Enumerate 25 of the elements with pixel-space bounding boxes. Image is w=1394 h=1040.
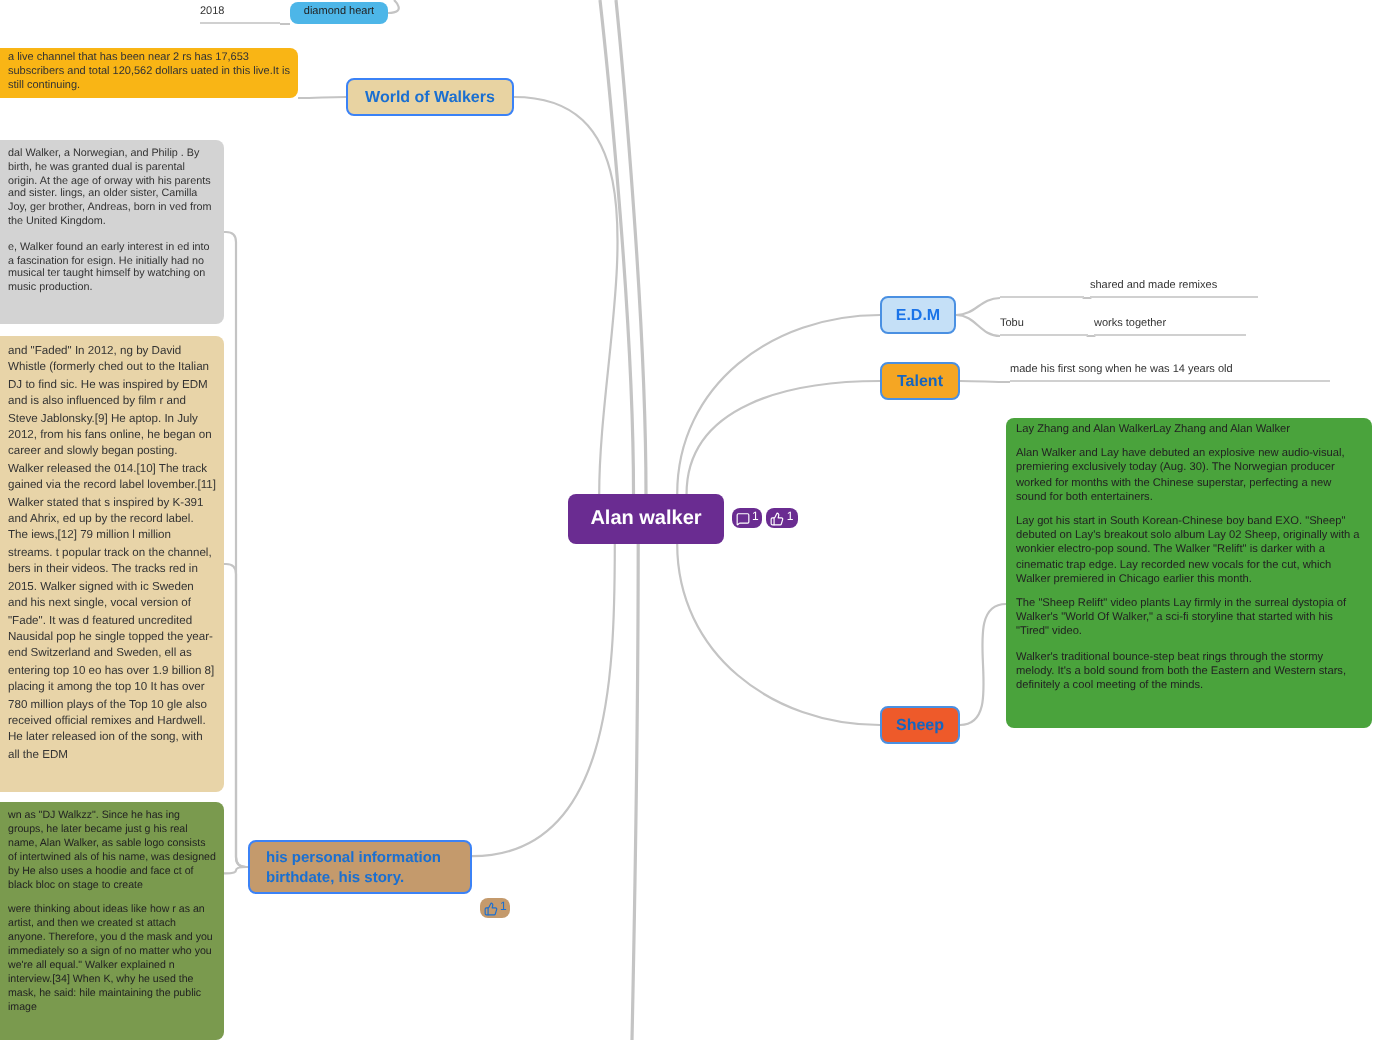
connector-line xyxy=(1084,296,1090,300)
connector-line xyxy=(1088,334,1094,338)
connector-line xyxy=(614,0,648,494)
connector-line xyxy=(685,379,881,495)
topic-box: World of Walkers xyxy=(346,78,514,116)
connector-line xyxy=(298,95,346,100)
connector-line xyxy=(387,0,400,15)
topic-box: Sheep xyxy=(880,706,960,744)
connector-line xyxy=(676,313,881,495)
connector-line xyxy=(598,0,636,495)
connector-line xyxy=(959,602,1007,727)
topic-box: Talent xyxy=(880,362,960,400)
connector-line xyxy=(224,562,248,869)
connector-line xyxy=(960,379,1010,384)
central-topic: Alan walker xyxy=(568,494,724,544)
connector-line xyxy=(955,313,1001,338)
connector-line xyxy=(280,22,290,26)
subtopic-underline xyxy=(1000,292,1084,298)
connector-line xyxy=(471,544,616,858)
connector-line xyxy=(224,865,248,875)
topic-box: E.D.M xyxy=(880,296,956,334)
connector-line xyxy=(630,544,640,1040)
connector-line xyxy=(676,543,881,727)
connector-line xyxy=(513,95,619,495)
connector-line xyxy=(955,296,1001,317)
